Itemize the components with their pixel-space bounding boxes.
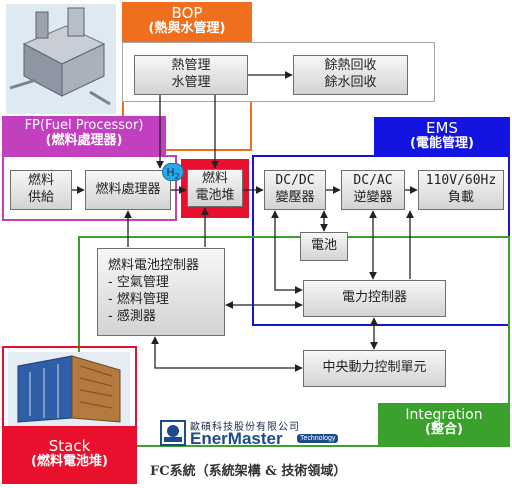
central-control-label: 中央動力控制單元 bbox=[322, 360, 427, 376]
battery-label: 電池 bbox=[310, 238, 337, 254]
h2-badge: H2 bbox=[162, 163, 184, 181]
bop-recovery-box: 餘熱回收 餘水回收 bbox=[293, 55, 408, 95]
ems-title: EMS bbox=[426, 119, 458, 137]
stack-image bbox=[8, 352, 130, 426]
dcdc-to-power-controller bbox=[271, 210, 303, 294]
bop-subtitle: (熱與水管理) bbox=[148, 21, 226, 37]
fuel-processor-label: 燃料處理器 bbox=[95, 181, 161, 197]
fp-tab: FP(Fuel Processor) (燃料處理器) bbox=[2, 116, 166, 156]
stack-title: Stack bbox=[48, 437, 91, 455]
fuel-cell-stack-box: 燃料 電池堆 bbox=[187, 169, 243, 207]
fuel-cell-label-2: 電池堆 bbox=[195, 188, 235, 203]
integration-subtitle: (整合) bbox=[425, 422, 463, 438]
dcdc-label-1: DC/DC bbox=[275, 173, 315, 189]
company-brand: EnerMaster bbox=[190, 429, 283, 448]
output-label-2: 負載 bbox=[447, 190, 474, 205]
ems-tab: EMS (電能管理) bbox=[374, 117, 510, 157]
fuel-processor-box: 燃料處理器 bbox=[85, 170, 171, 210]
bop-heat-water-box: 熱管理 水管理 bbox=[134, 55, 248, 95]
bop-title: BOP bbox=[171, 4, 203, 22]
stack-subtitle: (燃料電池堆) bbox=[31, 454, 108, 470]
bop-water-label: 水管理 bbox=[171, 75, 211, 90]
fuel-cell-label-1: 燃料 bbox=[201, 171, 228, 187]
power-controller-box: 電力控制器 bbox=[303, 280, 446, 317]
controller-item-air: - 空氣管理 bbox=[108, 275, 169, 291]
output-label-1: 110V/60Hz bbox=[425, 173, 497, 189]
dcac-box: DC/AC 逆變器 bbox=[341, 170, 405, 210]
dcac-label-1: DC/AC bbox=[353, 173, 393, 189]
fuel-supply-label-1: 燃料 bbox=[27, 173, 54, 189]
fp-subtitle: (燃料處理器) bbox=[45, 132, 123, 148]
output-box: 110V/60Hz 負載 bbox=[418, 170, 504, 210]
fuel-processor-image bbox=[6, 4, 116, 114]
h2-label: H2 bbox=[166, 166, 180, 182]
company-brand-tag: Technology bbox=[297, 434, 339, 443]
central-control-box: 中央動力控制單元 bbox=[303, 350, 446, 387]
power-controller-label: 電力控制器 bbox=[341, 290, 407, 306]
company-name: 歐碩科技股份有限公司 bbox=[190, 422, 300, 433]
controller-item-fuel: - 燃料管理 bbox=[108, 292, 169, 307]
ems-subtitle: (電能管理) bbox=[410, 136, 474, 152]
controller-title: 燃料電池控制器 bbox=[108, 258, 200, 274]
dcdc-box: DC/DC 變壓器 bbox=[264, 170, 326, 210]
bop-tab: BOP (熱與水管理) bbox=[122, 2, 252, 42]
controller-central-link bbox=[151, 336, 303, 372]
integration-title: Integration bbox=[405, 407, 483, 423]
bop-water-recovery-label: 餘水回收 bbox=[324, 75, 377, 90]
fp-frame bbox=[2, 155, 177, 221]
integration-tab: Integration (整合) bbox=[378, 403, 510, 447]
bop-heat-recovery-label: 餘熱回收 bbox=[324, 58, 377, 74]
bop-heat-label: 熱管理 bbox=[171, 58, 211, 74]
controller-item-sensor: - 感測器 bbox=[108, 308, 156, 324]
stack-tab: Stack (燃料電池堆) bbox=[2, 428, 137, 484]
fuel-cell-controller-box: 燃料電池控制器 - 空氣管理 - 燃料管理 - 感測器 bbox=[97, 248, 225, 336]
dcdc-label-2: 變壓器 bbox=[275, 190, 315, 205]
company-logo-icon bbox=[160, 420, 186, 446]
fuel-supply-box: 燃料 供給 bbox=[10, 170, 72, 210]
fuel-supply-label-2: 供給 bbox=[27, 190, 54, 205]
dcac-label-2: 逆變器 bbox=[353, 190, 393, 205]
fp-title: FP(Fuel Processor) bbox=[24, 118, 144, 133]
diagram-caption: FC系統（系統架構 & 技術領域） bbox=[150, 464, 347, 479]
stack-frame bbox=[2, 346, 137, 428]
